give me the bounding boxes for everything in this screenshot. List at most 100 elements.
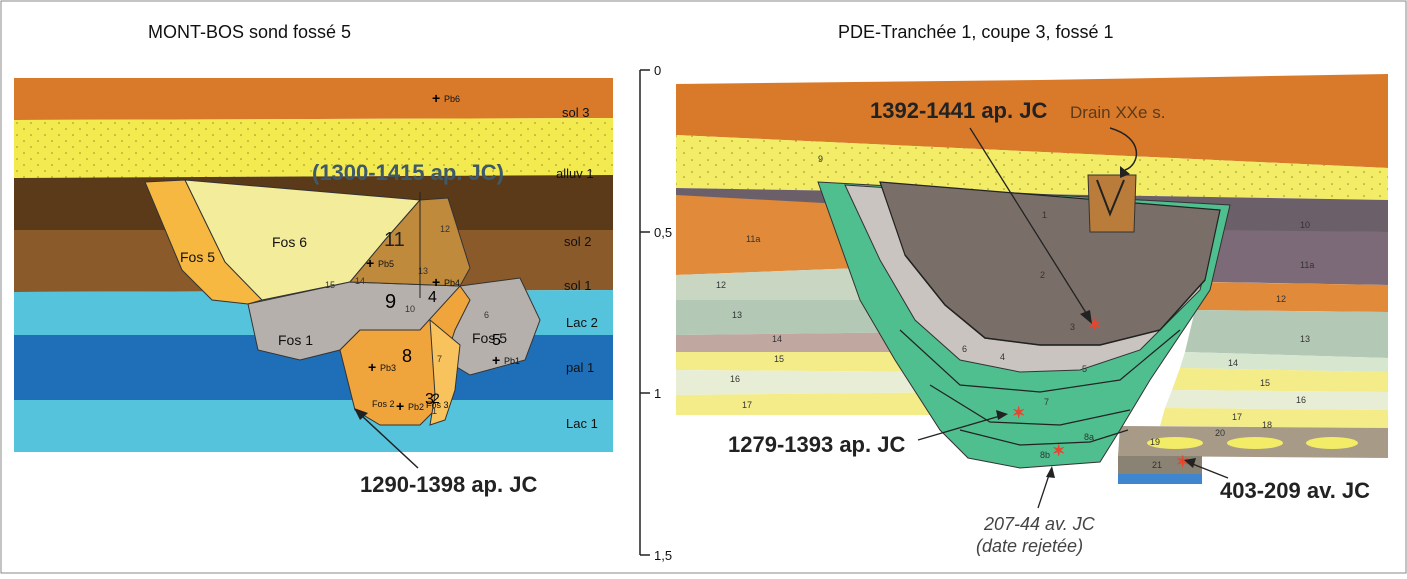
number-7: 7 <box>437 354 442 364</box>
num-13-left: 13 <box>732 310 742 320</box>
label-pb2: Pb2 <box>408 402 424 412</box>
num-6: 6 <box>962 344 967 354</box>
drain-arrow <box>1109 127 1138 171</box>
sample-marker: ✶ <box>1012 405 1025 422</box>
arrow-head <box>354 408 368 420</box>
number-9: 9 <box>385 291 396 313</box>
scale-label-1: 1 <box>654 386 661 401</box>
num-21: 21 <box>1152 460 1162 470</box>
number-5: 5 <box>492 332 501 349</box>
layer-12-left <box>676 268 900 300</box>
number-1: 1 <box>432 406 437 416</box>
fos3-fill <box>429 318 461 426</box>
num-15-right: 15 <box>1260 378 1270 388</box>
label-alluv1: alluv 1 <box>556 166 594 181</box>
ditch-line <box>904 254 1206 346</box>
pb-cross: + <box>396 398 404 414</box>
left-title: MONT-BOS sond fossé 5 <box>148 22 351 42</box>
num-2: 2 <box>1040 270 1045 280</box>
num-17-right: 17 <box>1232 412 1242 422</box>
date-bottom-left: 1290-1398 ap. JC <box>360 472 537 497</box>
pb-cross: + <box>368 359 376 375</box>
date-arrow <box>1037 471 1051 509</box>
date-right: 403-209 av. JC <box>1220 478 1370 503</box>
num-12-left: 12 <box>716 280 726 290</box>
number-14: 14 <box>355 276 365 286</box>
arrow-head <box>996 410 1008 420</box>
pb-cross: + <box>366 255 374 271</box>
ditch-line <box>929 384 1131 426</box>
date-top-right: 1392-1441 ap. JC <box>870 98 1047 123</box>
num-8a: 8a <box>1084 432 1094 442</box>
layer-lac1 <box>14 400 613 452</box>
layer-top-orange <box>676 74 1388 168</box>
num-17-left: 17 <box>742 400 752 410</box>
label-fos5-left: Fos 5 <box>180 249 215 265</box>
number-12: 12 <box>440 224 450 234</box>
label-lac2: Lac 2 <box>566 315 598 330</box>
arrow-head <box>1046 466 1055 478</box>
num-14-left: 14 <box>772 334 782 344</box>
date-middle-right: 1279-1393 ap. JC <box>728 432 905 457</box>
pb-cross: + <box>432 274 440 290</box>
layer-14-right <box>1180 352 1388 372</box>
lens <box>1227 437 1283 449</box>
num-3: 3 <box>1070 322 1075 332</box>
label-lac1: Lac 1 <box>566 416 598 431</box>
num-16-right: 16 <box>1296 395 1306 405</box>
label-sol1: sol 1 <box>564 278 591 293</box>
number-10: 10 <box>405 304 415 314</box>
layer-16-right <box>1165 390 1388 410</box>
num-13-right: 13 <box>1300 334 1310 344</box>
label-pb6: Pb6 <box>444 94 460 104</box>
num-20: 20 <box>1215 428 1225 438</box>
num-1: 1 <box>1042 210 1047 220</box>
lens <box>1147 437 1203 449</box>
label-fos6: Fos 6 <box>272 234 307 250</box>
num-7: 7 <box>1044 397 1049 407</box>
num-11a-left: 11a <box>746 234 760 244</box>
label-sol3: sol 3 <box>562 105 589 120</box>
label-pb1: Pb1 <box>504 356 520 366</box>
label-fos2: Fos 2 <box>372 399 395 409</box>
number-3: 3 <box>425 391 434 408</box>
num-15-left: 15 <box>774 354 784 364</box>
date-rejected-line2: (date rejetée) <box>976 536 1083 556</box>
layer-17-left <box>676 392 985 415</box>
layer-17-right <box>1160 408 1388 428</box>
lens <box>1306 437 1358 449</box>
drain-v <box>1096 179 1125 217</box>
scale-label-05: 0,5 <box>654 225 672 240</box>
number-4: 4 <box>428 289 437 306</box>
label-pb3: Pb3 <box>380 363 396 373</box>
layer-15-left <box>676 352 960 372</box>
label-fos3: Fos 3 <box>426 400 449 410</box>
date-rejected-line1: 207-44 av. JC <box>983 514 1096 534</box>
ditch-line <box>959 429 1129 446</box>
num-19: 19 <box>1150 437 1160 447</box>
layer-alluv1 <box>14 118 613 178</box>
num-12-right: 12 <box>1276 294 1286 304</box>
number-11: 11 <box>384 229 405 251</box>
num-5: 5 <box>1082 364 1087 374</box>
layer-14-left <box>676 332 945 352</box>
right-title: PDE-Tranchée 1, coupe 3, fossé 1 <box>838 22 1113 42</box>
date-arrow <box>969 127 1089 317</box>
pb-cross: + <box>432 90 440 106</box>
num-8b: 8b <box>1040 450 1050 460</box>
label-pb4: Pb4 <box>444 278 460 288</box>
num-14-right: 14 <box>1228 358 1238 368</box>
num-18: 18 <box>1262 420 1272 430</box>
layer-11a-left <box>676 195 860 275</box>
layer-13-right <box>1185 310 1388 358</box>
num-11a-right: 11a <box>1300 260 1314 270</box>
layer-12-right <box>1195 282 1388 312</box>
date-top-left: (1300-1415 ap. JC) <box>312 160 504 185</box>
arrow-head <box>1120 166 1130 178</box>
scale-label-15: 1,5 <box>654 548 672 563</box>
sample-marker: ✶ <box>1176 454 1189 471</box>
layer-sol3 <box>14 78 613 120</box>
layer-11a-right <box>1210 230 1388 285</box>
